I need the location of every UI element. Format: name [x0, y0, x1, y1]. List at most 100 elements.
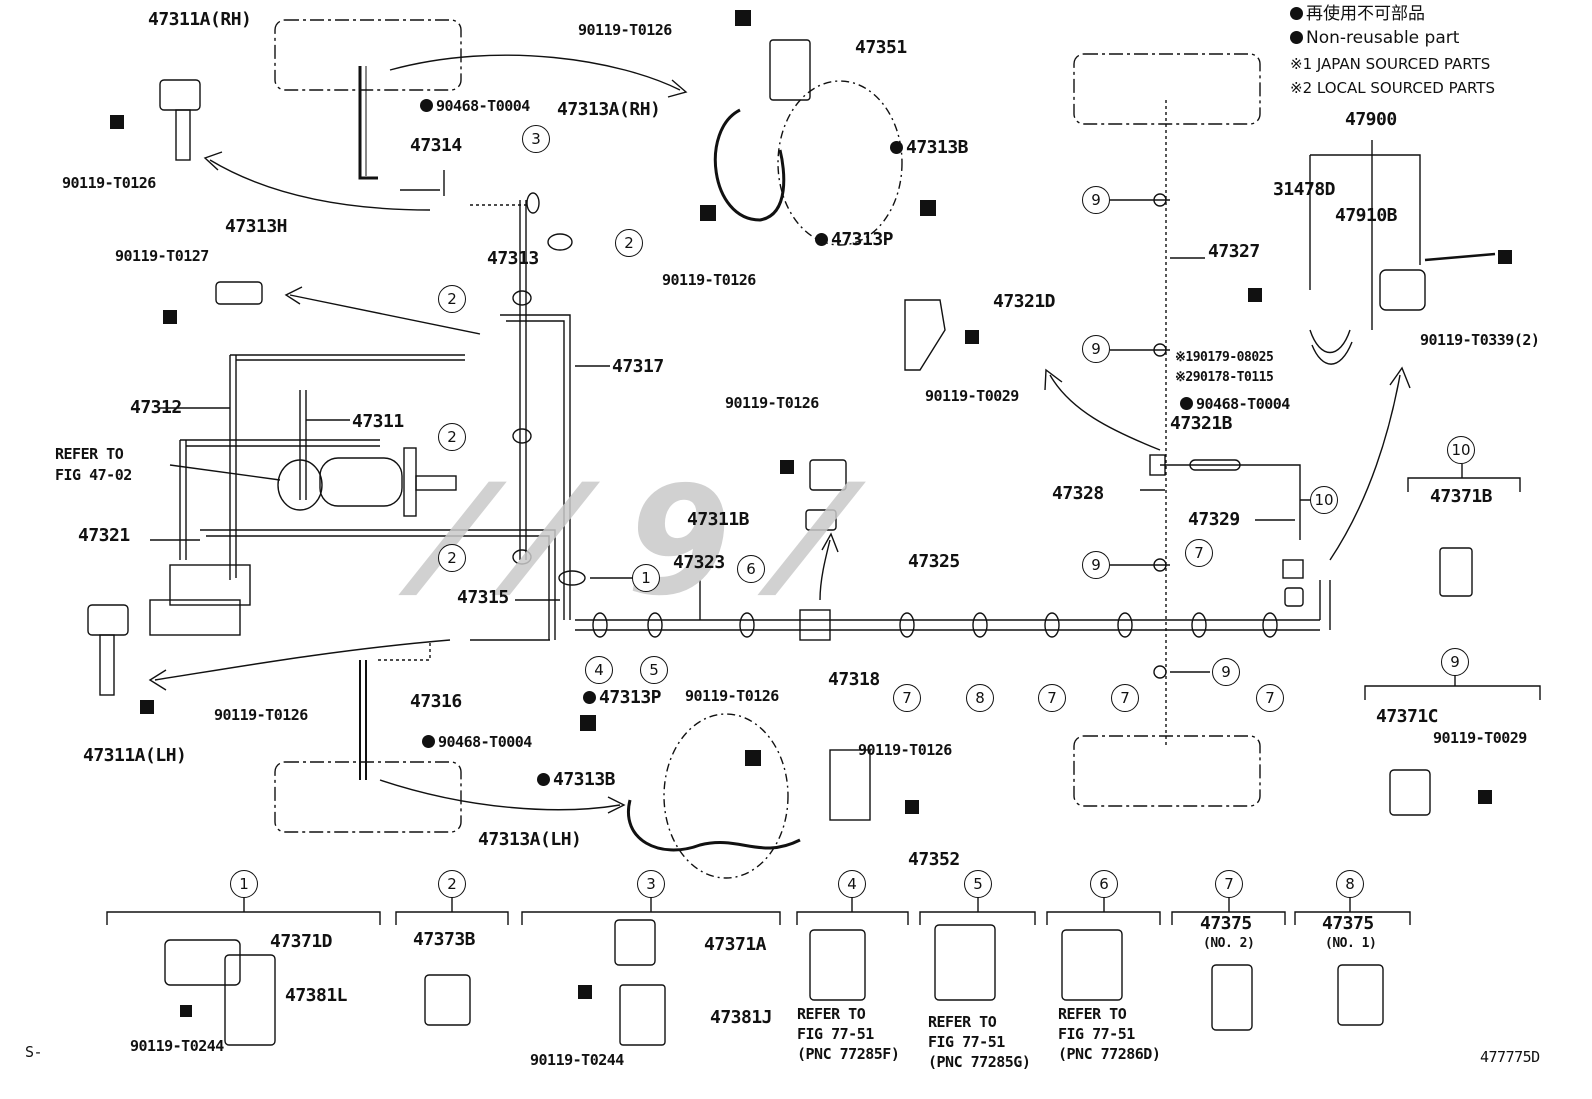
label-90119-T0127: 90119-T0127 [115, 247, 209, 265]
bracket-2 [395, 911, 509, 925]
callout-3: 3 [637, 870, 665, 898]
arrow-to-47313A-LH [379, 779, 621, 811]
label-90119-T0126: 90119-T0126 [214, 706, 308, 724]
master-cylinder [277, 459, 323, 511]
joint-47321B [1149, 454, 1166, 476]
label-47313H: 47313H [225, 216, 288, 237]
clip-47375-no2 [1211, 964, 1253, 1031]
label-90119-T0244: 90119-T0244 [130, 1037, 224, 1055]
label-47321D: 47321D [993, 291, 1056, 312]
label-47311A-LH: 47311A(LH) [83, 745, 187, 766]
label-90468-T0004: 90468-T0004 [422, 732, 532, 752]
label-refer-to: REFER TO [1058, 1005, 1127, 1023]
callout-7: 7 [1185, 539, 1213, 567]
callout-4: 4 [838, 870, 866, 898]
joint-47318 [799, 609, 831, 641]
callout-9: 9 [1082, 551, 1110, 579]
label-text: 47313P [831, 229, 894, 250]
bracket-3 [521, 911, 781, 925]
figure-number: 477775D [1480, 1048, 1540, 1066]
label-90468-T0004: 90468-T0004 [420, 96, 530, 116]
label-47381L: 47381L [285, 985, 348, 1006]
label-fig-77-51: FIG 77-51 [1058, 1025, 1135, 1043]
label-90119-T0126: 90119-T0126 [62, 174, 156, 192]
callout-7: 7 [1111, 684, 1139, 712]
callout-8: 8 [966, 684, 994, 712]
label-90119-T0126: 90119-T0126 [578, 21, 672, 39]
arrow-to-47311B [819, 539, 831, 601]
legend-en-text: Non-reusable part [1306, 28, 1460, 48]
callout-9: 9 [1212, 658, 1240, 686]
label-47315: 47315 [457, 587, 509, 608]
label-47311B: 47311B [687, 509, 750, 530]
label-text: 90468-T0004 [436, 97, 530, 115]
valve-47311A-LH [87, 604, 129, 636]
non-reusable-dot-icon [583, 691, 596, 704]
label-90119-T0126: 90119-T0126 [685, 687, 779, 705]
callout-7: 7 [893, 684, 921, 712]
clamp-47373B [424, 974, 471, 1026]
label-47327: 47327 [1208, 241, 1260, 262]
callout-2: 2 [438, 423, 466, 451]
label-47313P: 47313P [815, 229, 894, 250]
clamp-ref-77285F [809, 929, 866, 1001]
label-text: 90468-T0004 [438, 733, 532, 751]
label-47318: 47318 [828, 669, 880, 690]
label-47321: 47321 [78, 525, 130, 546]
label-fig-77-51: FIG 77-51 [797, 1025, 874, 1043]
arrow-to-47311A-LH [154, 639, 451, 681]
valve-47313H [215, 281, 263, 305]
hose-47313A-LH [627, 799, 801, 852]
label-47321B: 47321B [1170, 413, 1233, 434]
non-reusable-dot-icon [815, 233, 828, 246]
label-47375-no2: 47375 [1200, 913, 1252, 934]
vehicle-outline-front [274, 19, 462, 91]
label-90179-08025: ※190179-08025 [1175, 350, 1274, 365]
label-90119-T0244: 90119-T0244 [530, 1051, 624, 1069]
callout-2: 2 [438, 544, 466, 572]
bracket-4 [796, 911, 909, 925]
bracket-5 [919, 911, 1036, 925]
callout-10: 10 [1447, 436, 1475, 464]
label-47371C: 47371C [1376, 706, 1439, 727]
bracket-47321D [904, 299, 946, 371]
label-no2: (NO. 2) [1203, 936, 1255, 951]
label-text: 47313B [553, 769, 616, 790]
label-47313B: 47313B [890, 138, 969, 158]
callout-7: 7 [1215, 870, 1243, 898]
clamp-47371C [1389, 769, 1431, 816]
valve-47311A-RH [159, 79, 201, 111]
bracket-9 [1364, 685, 1541, 700]
bracket-47352 [829, 749, 871, 821]
arrow-to-47313A-RH [389, 54, 681, 91]
label-47317: 47317 [612, 356, 664, 377]
clamp-47371D [164, 939, 241, 986]
callout-9: 9 [1441, 648, 1469, 676]
label-47323: 47323 [673, 552, 725, 573]
callout-8: 8 [1336, 870, 1364, 898]
callout-9: 9 [1082, 335, 1110, 363]
label-47313P: 47313P [583, 688, 662, 708]
label-fig-47-02: FIG 47-02 [55, 466, 132, 484]
label-47328: 47328 [1052, 483, 1104, 504]
label-90468-T0004: 90468-T0004 [1180, 394, 1290, 414]
vehicle-outline-top-right [1073, 53, 1261, 125]
bolt-icon [735, 10, 751, 26]
clip-47371B [1439, 547, 1473, 597]
label-47313: 47313 [487, 248, 539, 269]
label-pnc-77285F: (PNC 77285F) [797, 1045, 900, 1063]
label-47375-no1: 47375 [1322, 913, 1374, 934]
label-no1: (NO. 1) [1325, 936, 1377, 951]
non-reusable-dot-icon [420, 99, 433, 112]
label-47381J: 47381J [710, 1007, 773, 1028]
filled-dot-icon [1290, 31, 1303, 44]
bracket-8 [1294, 911, 1411, 925]
arrow-to-47900 [1329, 374, 1401, 561]
label-refer-to: REFER TO [55, 445, 124, 463]
callout-7: 7 [1256, 684, 1284, 712]
label-31478D: 31478D [1273, 179, 1336, 200]
label-90119-T0029: 90119-T0029 [925, 387, 1019, 405]
label-47910B: 47910B [1335, 205, 1398, 226]
